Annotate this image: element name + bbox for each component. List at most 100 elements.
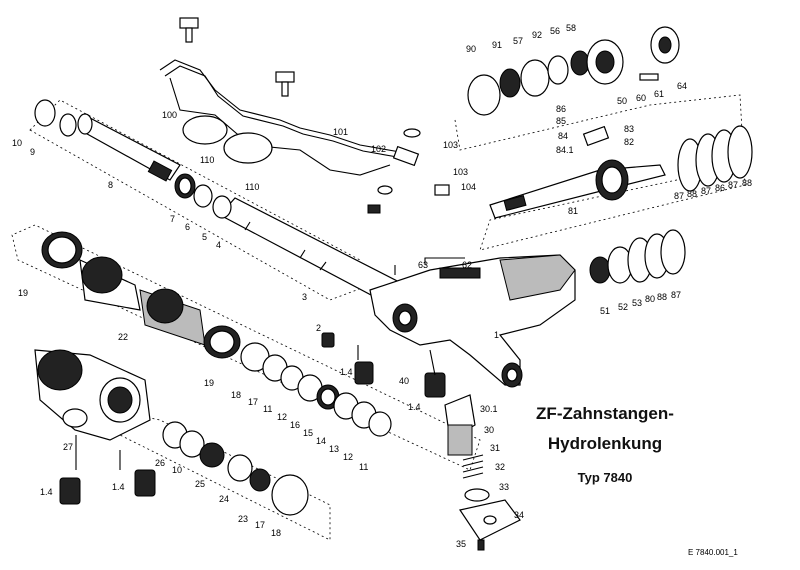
- part-label: 34: [514, 510, 524, 520]
- part-label: 1.4: [112, 482, 125, 492]
- pipe-assembly: [159, 17, 450, 214]
- part-label: 7: [170, 214, 175, 224]
- part-label: 1.4: [340, 367, 353, 377]
- part-label: 88: [742, 178, 752, 188]
- part-label: 87: [674, 191, 684, 201]
- diagram-title-line-2: Hydrolenkung: [547, 434, 663, 453]
- tube-8: [77, 113, 181, 182]
- part-label: 10: [172, 465, 182, 475]
- part-label: 53: [632, 298, 642, 308]
- part-label: 33: [499, 482, 509, 492]
- part-label: 56: [550, 26, 560, 36]
- part-label: 23: [238, 514, 248, 524]
- part-label: 110: [245, 182, 259, 192]
- part-label: 85: [556, 116, 566, 126]
- part-labels: 10 9 8 7 6 5 4 100 110 110 101 102 103 1…: [12, 23, 752, 549]
- part-label: 30: [484, 425, 494, 435]
- part-label: 61: [654, 89, 664, 99]
- part-label: 2: [316, 323, 321, 333]
- part-label: 15: [303, 428, 313, 438]
- lower-left-housing: [34, 349, 151, 441]
- part-label: 87: [728, 180, 738, 190]
- part-label: 30.1: [480, 404, 498, 414]
- leader-lines: [75, 257, 465, 470]
- bushings: [59, 332, 446, 505]
- part-label: 58: [566, 23, 576, 33]
- valve-shaft: [489, 125, 666, 219]
- cylinder-parts-left: [41, 231, 241, 359]
- part-label: 82: [624, 137, 634, 147]
- part-label: 11: [359, 462, 368, 472]
- part-label: 5: [202, 232, 207, 242]
- part-label: 1.4: [40, 487, 53, 497]
- part-label: 103: [453, 167, 468, 177]
- diagram-type-label: Typ 7840: [577, 470, 633, 485]
- part-label: 9: [30, 147, 35, 157]
- part-label: 52: [618, 302, 628, 312]
- part-label: 12: [343, 452, 353, 462]
- part-label: 80: [645, 294, 655, 304]
- part-label: 63: [418, 260, 428, 270]
- part-label: 57: [513, 36, 523, 46]
- part-label: 110: [200, 155, 214, 165]
- part-label: 50: [617, 96, 627, 106]
- part-label: 102: [371, 144, 386, 154]
- part-label: 19: [204, 378, 214, 388]
- part-label: 88: [657, 292, 667, 302]
- part-label: 32: [495, 462, 505, 472]
- part-label: 3: [302, 292, 307, 302]
- part-label: 90: [466, 44, 476, 54]
- part-label: 6: [185, 222, 190, 232]
- valve-parts-top: [467, 26, 680, 116]
- part-label: 92: [532, 30, 542, 40]
- part-label: 103: [443, 140, 458, 150]
- drawing-code: E 7840.001_1: [688, 548, 738, 557]
- part-label: 100: [162, 110, 177, 120]
- part-label: 13: [329, 444, 339, 454]
- part-label: 86: [556, 104, 566, 114]
- part-label: 60: [636, 93, 646, 103]
- part-label: 84.1: [556, 145, 574, 155]
- part-label: 26: [155, 458, 165, 468]
- part-label: 18: [271, 528, 281, 538]
- part-label: 11: [263, 404, 272, 414]
- part-label: 88: [687, 189, 697, 199]
- ring-stack-middle: [240, 342, 392, 437]
- part-label: 16: [290, 420, 300, 430]
- diagram-title-line-1: ZF-Zahnstangen-: [536, 404, 674, 423]
- part-label: 4: [216, 240, 221, 250]
- seal-rings-right: [589, 125, 753, 284]
- part-label: 1.4: [408, 402, 421, 412]
- part-label: 31: [490, 443, 500, 453]
- part-label: 10: [12, 138, 22, 148]
- part-label: 87: [671, 290, 681, 300]
- steering-housing: [369, 254, 576, 388]
- part-label: 24: [219, 494, 229, 504]
- part-label: 1: [494, 330, 499, 340]
- part-label: 104: [461, 182, 476, 192]
- part-label: 81: [568, 206, 578, 216]
- part-label: 22: [118, 332, 128, 342]
- lower-left-rings: [162, 421, 309, 516]
- part-label: 35: [456, 539, 466, 549]
- part-label: 27: [63, 442, 73, 452]
- part-label: 25: [195, 479, 205, 489]
- part-label: 84: [558, 131, 568, 141]
- part-label: 17: [255, 520, 265, 530]
- part-label: 86: [715, 183, 725, 193]
- rings-top-left: [34, 99, 232, 219]
- lower-valve: [444, 394, 521, 551]
- part-label: 83: [624, 124, 634, 134]
- part-label: 64: [677, 81, 687, 91]
- part-label: 101: [333, 127, 348, 137]
- part-label: 12: [277, 412, 287, 422]
- part-label: 51: [600, 306, 610, 316]
- part-label: 40: [399, 376, 409, 386]
- part-label: 19: [18, 288, 28, 298]
- part-label: 8: [108, 180, 113, 190]
- part-label: 87: [701, 186, 711, 196]
- part-label: 62: [462, 260, 472, 270]
- part-label: 91: [492, 40, 502, 50]
- part-label: 18: [231, 390, 241, 400]
